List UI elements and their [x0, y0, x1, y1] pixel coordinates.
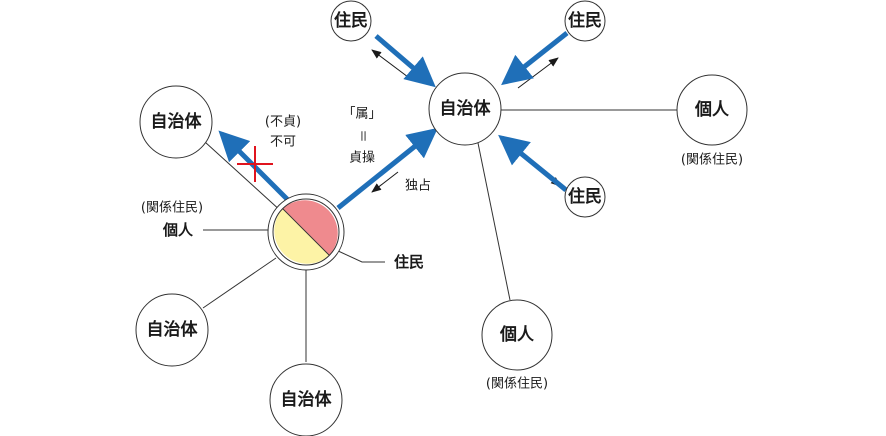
- circle-kojin-right: [676, 74, 748, 146]
- blue-arrow-jumin-top-right: [501, 31, 569, 86]
- label-dokusen: 独占: [405, 179, 431, 194]
- label-jichitai-upper-left: 自治体: [151, 111, 203, 132]
- blue-arrow-jumin-right: [498, 134, 568, 192]
- label-kojin-bottom: 個人: [499, 324, 535, 345]
- line-person-to-jichitai-lower-left: [202, 257, 277, 309]
- label-jumin-top-right: 住民: [568, 10, 602, 31]
- label-kojin-left: 個人: [162, 221, 194, 239]
- circle-jichitai-upper-left: [139, 85, 213, 159]
- label-jumin-right: 住民: [568, 186, 602, 207]
- label-fuka: 不可: [270, 135, 296, 150]
- circle-jumin-top-right: [564, 0, 606, 42]
- line-person-to-jichitai-upper-left: [204, 141, 283, 213]
- line-center-to-kojin-bottom: [477, 142, 511, 301]
- label-jichitai-bottom: 自治体: [281, 389, 333, 410]
- circles: [135, 0, 748, 436]
- label-zoku: 「属」: [342, 107, 381, 122]
- annotation-labels: (不貞) 不可 「属」 ＝ 貞操 独占 (関係住民) 個人 住民 (関係住民) …: [141, 107, 743, 392]
- label-equals: ＝: [355, 129, 370, 142]
- forbidden-cross: [237, 146, 273, 182]
- leader-jumin-left-node: [335, 249, 385, 263]
- node-labels: 自治体 住民 住民 住民 個人 個人 自治体 自治体 自治体: [147, 10, 730, 410]
- split-person-kojin-half: [274, 208, 330, 264]
- thin-connectors: [202, 109, 678, 362]
- circle-jichitai-lower-left: [135, 293, 209, 367]
- split-person-jumin-half: [282, 200, 338, 256]
- label-jumin-top-left: 住民: [334, 10, 368, 31]
- split-person-node: [267, 193, 345, 271]
- blue-arrow-person-to-center: [336, 127, 438, 210]
- blue-arrow-jumin-top-left: [374, 34, 436, 88]
- circle-kojin-bottom: [481, 299, 553, 371]
- label-kojin-right: 個人: [694, 99, 730, 120]
- circle-jichitai-bottom: [269, 363, 343, 436]
- label-kankei-bottom: (関係住民): [486, 377, 548, 392]
- split-person-inner-ring: [272, 198, 340, 266]
- split-person-divider: [282, 208, 330, 256]
- label-jichitai-center: 自治体: [440, 98, 492, 119]
- label-jumin-left-node: 住民: [394, 253, 424, 271]
- circle-jichitai-center: [428, 72, 502, 146]
- circle-jumin-top-left: [330, 0, 372, 42]
- circle-jumin-right: [564, 176, 606, 218]
- label-kankei-right: (関係住民): [681, 153, 743, 168]
- label-futei: (不貞): [265, 115, 301, 130]
- return-arrow-top-right: [517, 57, 559, 89]
- label-kankei-left: (関係住民): [141, 201, 203, 216]
- return-arrow-monopoly: [371, 171, 399, 193]
- label-jichitai-lower-left: 自治体: [147, 319, 199, 340]
- label-teisou: 貞操: [349, 150, 375, 166]
